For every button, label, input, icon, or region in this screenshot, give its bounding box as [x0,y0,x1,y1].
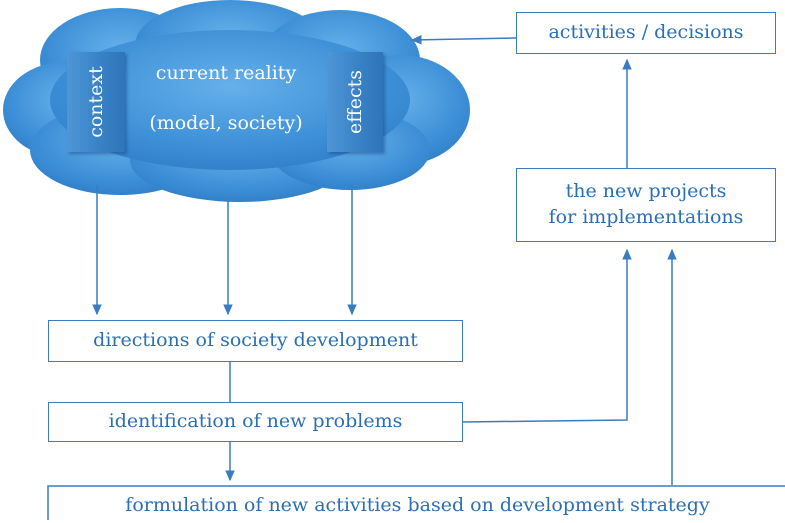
formulation-label-area: formulation of new activities based on d… [50,488,785,523]
directions-text: directions of society development [93,329,418,352]
new-projects-text: the new projects for implementations [548,180,744,228]
context-panel: context [67,52,125,152]
effects-label: effects [344,69,367,135]
activities-decisions-box: activities / decisions [516,12,776,54]
directions-box: directions of society development [48,320,463,362]
cloud-subtitle: (model, society) [149,112,303,134]
problems-text: identification of new problems [108,410,403,433]
formulation-text: formulation of new activities based on d… [125,493,710,516]
arrow-activities-to-cloud [410,35,517,45]
effects-panel: effects [327,52,383,152]
context-label: context [85,66,108,138]
problems-box: identification of new problems [48,402,463,442]
cloud-title: current reality [155,62,297,84]
new-projects-box: the new projects for implementations [516,168,776,242]
activities-decisions-text: activities / decisions [548,21,744,44]
formulation-box-frame [47,485,785,520]
arrow-problems-to-projects [461,248,632,423]
